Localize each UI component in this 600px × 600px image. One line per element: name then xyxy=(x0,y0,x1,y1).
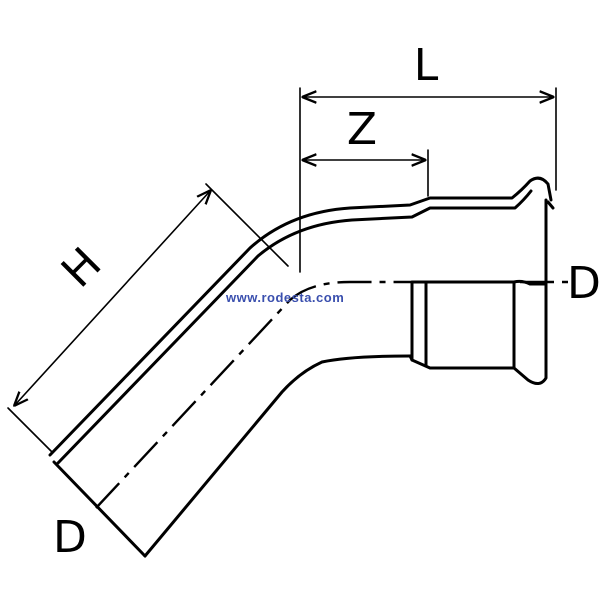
H-dimension-line xyxy=(14,190,211,406)
flange-tick xyxy=(546,200,555,210)
fitting-body xyxy=(48,176,555,558)
label-D-right: D xyxy=(567,258,600,309)
socket-right-edge xyxy=(408,198,548,385)
elbow-lower-wall xyxy=(143,354,412,558)
dimension-L: L xyxy=(299,40,557,273)
socket-inner xyxy=(410,280,516,370)
dimension-H: H xyxy=(7,183,289,453)
H-ext-top xyxy=(205,183,289,267)
elbow-outer-wall xyxy=(48,176,553,457)
watermark-text: www.rodesta.com xyxy=(225,290,344,305)
elbow-bottom-end xyxy=(52,460,147,558)
H-ext-bottom xyxy=(7,407,53,453)
label-Z: Z xyxy=(347,104,377,155)
label-D-bottom: D xyxy=(53,512,87,563)
dimension-Z: Z xyxy=(301,104,429,197)
elbow-inner-wall xyxy=(56,189,533,465)
center-line xyxy=(95,280,570,509)
label-L: L xyxy=(414,40,439,91)
label-H: H xyxy=(52,238,111,297)
